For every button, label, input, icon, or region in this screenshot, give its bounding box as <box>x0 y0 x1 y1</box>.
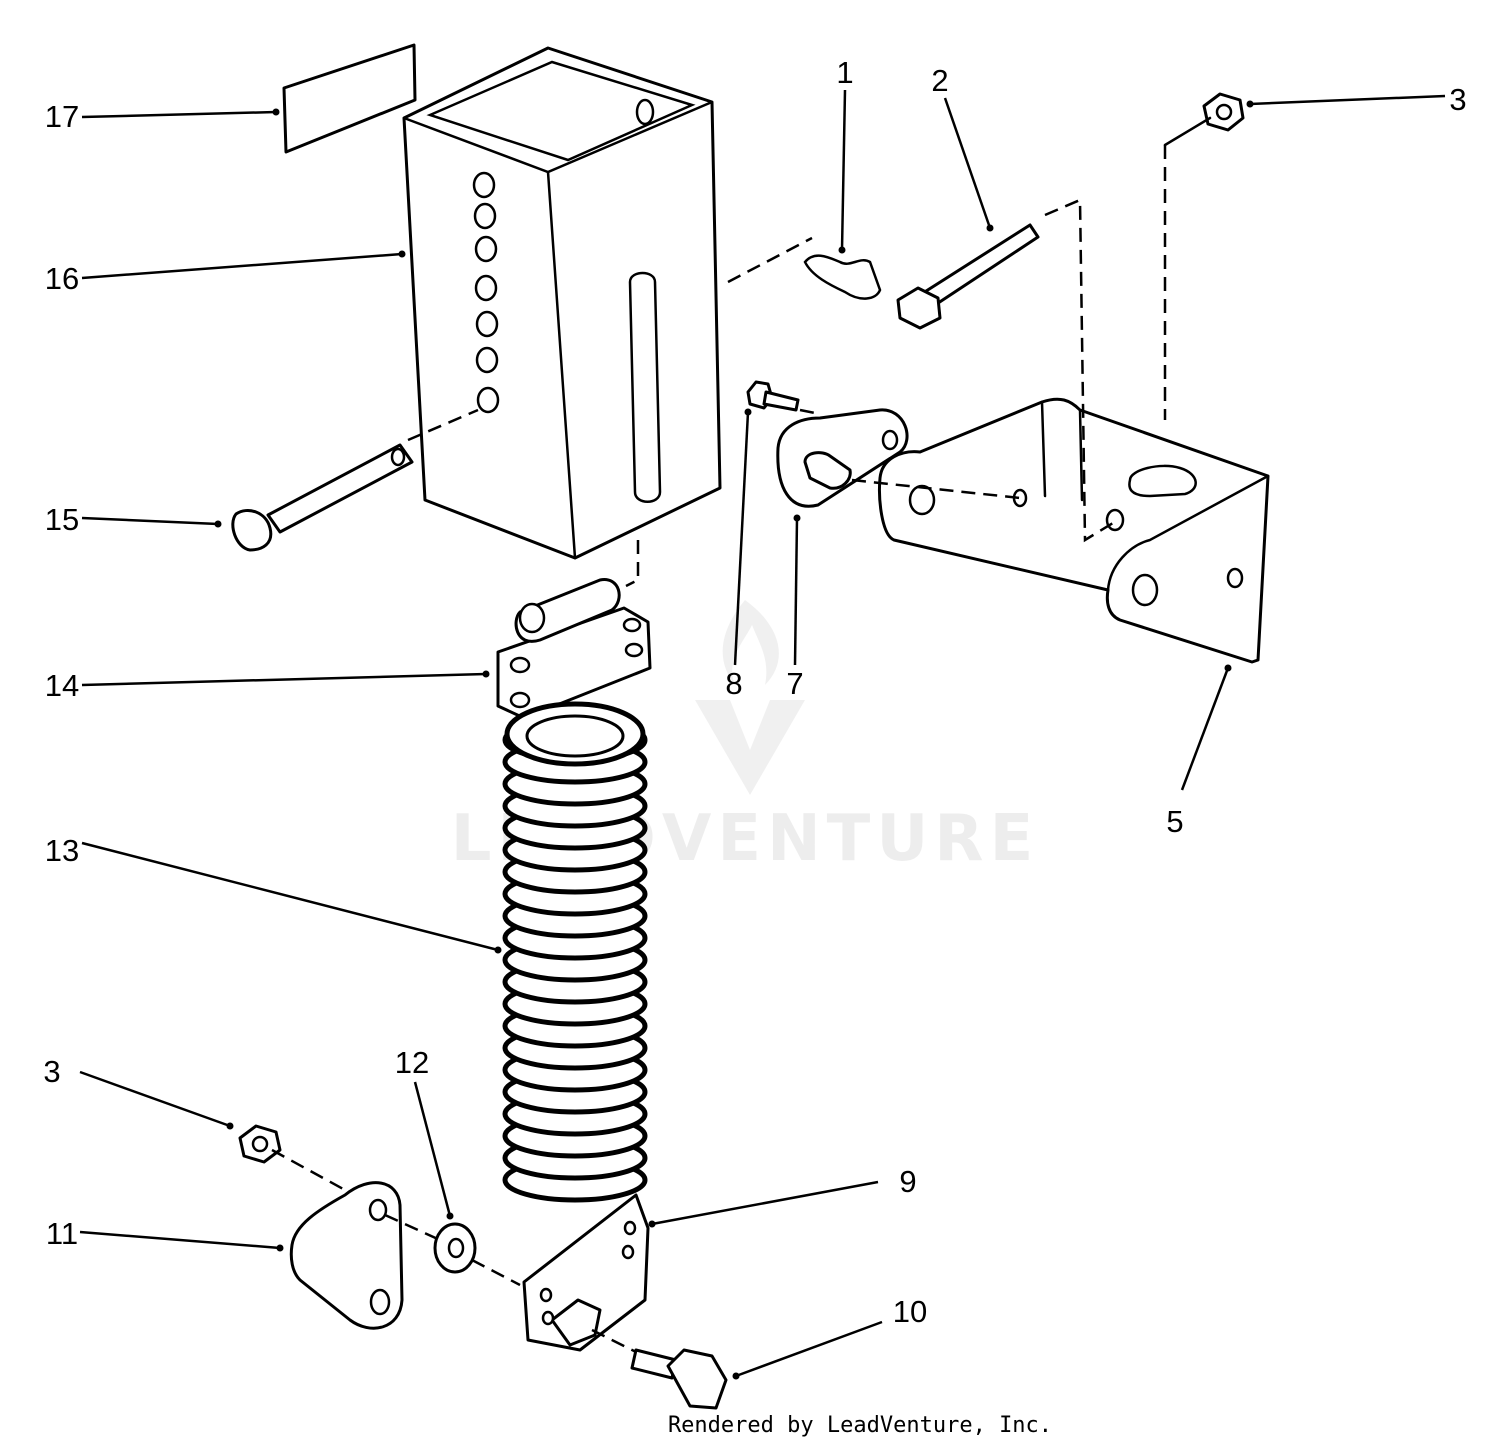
part-2-bolt <box>896 223 1040 330</box>
part-8-screw <box>746 380 800 412</box>
part-3-bottom-nut <box>238 1124 282 1164</box>
leader-lines <box>79 89 1446 1380</box>
adjustment-holes <box>472 171 500 414</box>
part-7-plate-with-stud <box>776 408 909 508</box>
callout-2: 2 <box>931 63 948 98</box>
callout-12: 12 <box>395 1045 429 1080</box>
callout-15: 15 <box>45 502 79 537</box>
callout-10: 10 <box>893 1294 927 1329</box>
part-15-clevis-pin <box>231 443 414 552</box>
part-10-bolt <box>630 1348 728 1410</box>
callout-16: 16 <box>45 261 79 296</box>
callout-9: 9 <box>899 1164 916 1199</box>
part-11-plate <box>289 1181 404 1330</box>
callout-13: 13 <box>45 833 79 868</box>
part-17-label-decal <box>282 43 417 154</box>
callout-3-top: 3 <box>1449 82 1466 117</box>
part-9-anchor-bracket <box>522 1193 650 1352</box>
footer-credit: Rendered by LeadVenture, Inc. <box>668 1413 1052 1438</box>
assembly-lines <box>271 116 1212 1354</box>
callout-17: 17 <box>45 99 79 134</box>
callout-5: 5 <box>1166 804 1183 839</box>
callout-11: 11 <box>46 1216 78 1251</box>
part-5-bracket <box>878 397 1270 664</box>
callout-7: 7 <box>786 666 803 701</box>
callout-14: 14 <box>45 668 79 703</box>
callout-labels: 17 16 15 14 13 1 2 3 8 7 5 3 12 11 9 10 <box>43 55 1466 1329</box>
part-3-top-nut <box>1202 92 1245 132</box>
part-13-coil-spring <box>502 701 648 1203</box>
part-1-hair-pin <box>803 254 882 300</box>
part-12-washer <box>433 1222 477 1274</box>
callout-3-bottom: 3 <box>43 1054 60 1089</box>
callout-8: 8 <box>725 666 742 701</box>
part-14-pivot-block <box>496 578 652 720</box>
spring-inner-coil <box>525 714 625 758</box>
part-16-square-tube <box>402 46 722 560</box>
callout-1: 1 <box>836 55 853 90</box>
watermark-v-icon <box>695 700 805 795</box>
